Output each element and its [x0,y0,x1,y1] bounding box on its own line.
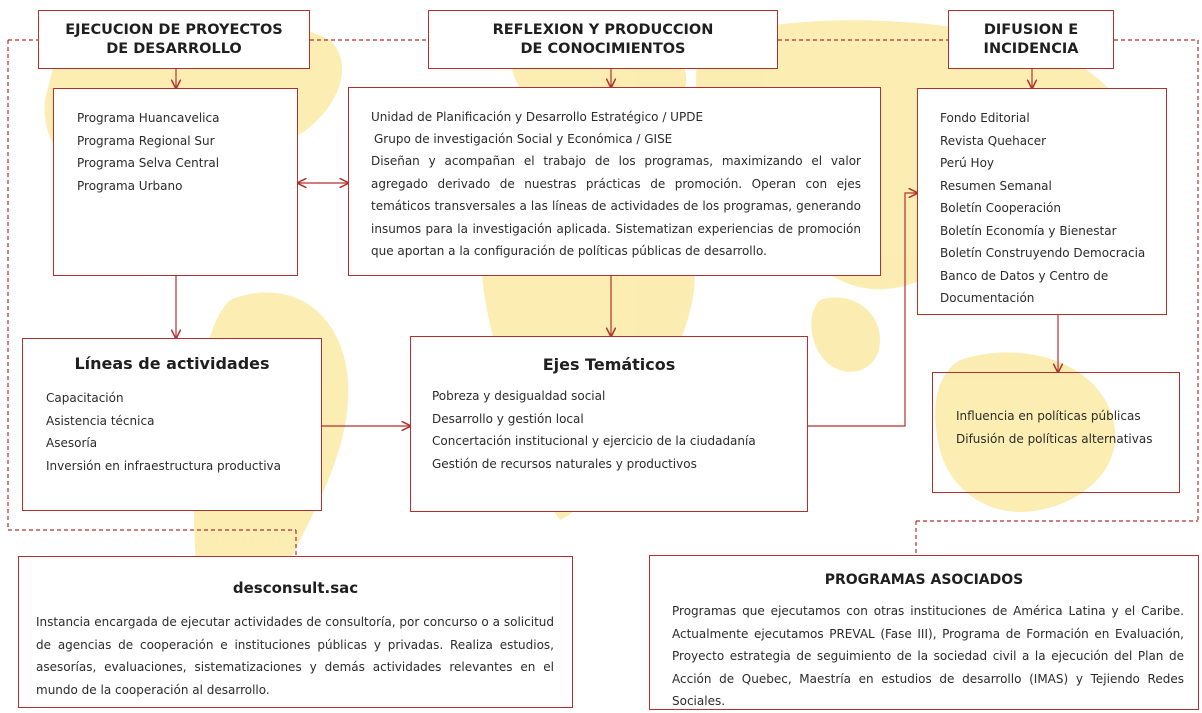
header-reflexion-line1: REFLEXION Y PRODUCCION [492,21,714,38]
list-item: Difusión de políticas alternativas [956,431,1153,446]
list-item: Asistencia técnica [46,413,155,428]
header-reflexion: REFLEXION Y PRODUCCION DE CONOCIMIENTOS [428,10,778,69]
asociados-description: Programas que ejecutamos con otras insti… [672,604,1184,708]
list-item: Documentación [940,291,1035,305]
list-item: Perú Hoy [940,156,995,170]
list-item: Programa Huancavelica [77,111,220,125]
list-item: Programa Regional Sur [77,133,215,148]
header-difusion-line2: INCIDENCIA [983,40,1079,57]
list-item: Boletín Economía y Bienestar [940,223,1117,238]
list-item: Programa Urbano [77,178,183,193]
lineas-box: Líneas de actividades Capacitación Asist… [22,338,322,511]
list-item: Boletín Construyendo Democracia [940,246,1146,260]
list-item: Programa Selva Central [77,156,220,170]
unidades-upde: Unidad de Planificación y Desarrollo Est… [371,110,704,124]
desconsult-box: desconsult.sac Instancia encargada de ej… [18,556,573,708]
list-item: Revista Quehacer [940,133,1047,148]
asociados-box: PROGRAMAS ASOCIADOS Programas que ejecut… [649,555,1199,710]
header-ejecucion-line2: DE DESARROLLO [106,40,242,57]
header-ejecucion: EJECUCION DE PROYECTOS DE DESARROLLO [38,10,310,69]
influencia-box: Influencia en políticas públicas Difusió… [932,372,1180,493]
header-reflexion-line2: DE CONOCIMIENTOS [520,40,686,57]
desconsult-description: Instancia encargada de ejecutar activida… [36,615,554,697]
asociados-title: PROGRAMAS ASOCIADOS [824,572,1024,588]
ejes-title: Ejes Temáticos [542,355,676,374]
list-item: Banco de Datos y Centro de [940,268,1109,283]
list-item: Asesoría [46,436,98,450]
header-difusion: DIFUSION E INCIDENCIA [948,10,1114,69]
unidades-box: Unidad de Planificación y Desarrollo Est… [348,87,881,276]
programas-list: Programa Huancavelica Programa Regional … [77,107,219,197]
publicaciones-list: Fondo Editorial Revista Quehacer Perú Ho… [940,107,1145,310]
list-item: Pobreza y desigualdad social [432,389,606,403]
list-item: Influencia en políticas públicas [956,409,1141,423]
unidades-gise: Grupo de investigación Social y Económic… [374,132,673,146]
publicaciones-box: Fondo Editorial Revista Quehacer Perú Ho… [917,88,1167,315]
lineas-title: Líneas de actividades [74,354,270,373]
ejes-box: Ejes Temáticos Pobreza y desigualdad soc… [410,336,808,512]
lineas-list: Capacitación Asistencia técnica Asesoría… [46,387,281,477]
list-item: Resumen Semanal [940,178,1052,193]
list-item: Boletín Cooperación [940,201,1061,215]
list-item: Gestión de recursos naturales y producti… [432,456,697,471]
programas-box: Programa Huancavelica Programa Regional … [53,88,298,276]
influencia-list: Influencia en políticas públicas Difusió… [956,405,1152,450]
list-item: Inversión en infraestructura productiva [46,458,281,473]
list-item: Capacitación [46,391,124,405]
list-item: Fondo Editorial [940,111,1030,125]
list-item: Concertación institucional y ejercicio d… [432,434,756,448]
list-item: Desarrollo y gestión local [432,411,584,426]
header-difusion-line1: DIFUSION E [983,21,1079,38]
desconsult-title: desconsult.sac [232,579,359,597]
ejes-list: Pobreza y desigualdad social Desarrollo … [432,385,756,475]
header-ejecucion-line1: EJECUCION DE PROYECTOS [65,21,283,38]
unidades-description: Diseñan y acompañan el trabajo de los pr… [371,154,861,258]
